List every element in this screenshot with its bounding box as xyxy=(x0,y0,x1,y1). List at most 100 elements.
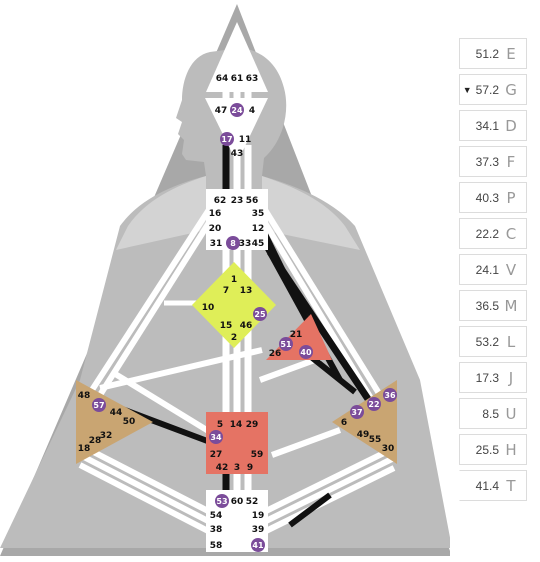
gate-25-marker xyxy=(253,307,267,321)
channel-line xyxy=(262,455,396,525)
gate-63: 63 xyxy=(246,74,259,84)
planet-symbol-icon: C xyxy=(505,224,517,243)
channel-line xyxy=(78,462,212,535)
gate-29: 29 xyxy=(246,420,259,430)
gate-36-marker xyxy=(383,388,397,402)
planet-value: 36.5 xyxy=(475,298,499,313)
gate-7: 7 xyxy=(223,286,229,296)
planet-value: 37.3 xyxy=(475,154,499,169)
gate-37: 37 xyxy=(351,408,362,417)
gate-22: 22 xyxy=(368,400,379,409)
gate-1: 1 xyxy=(231,275,237,285)
gate-60: 60 xyxy=(231,497,244,507)
planet-symbol-icon: J xyxy=(508,368,514,387)
gate-34: 34 xyxy=(210,433,222,442)
gate-25: 25 xyxy=(254,310,266,319)
planet-value: 40.3 xyxy=(475,190,499,205)
gate-12: 12 xyxy=(252,224,265,234)
gate-8: 8 xyxy=(230,239,236,248)
gate-45: 45 xyxy=(252,239,265,249)
gate-6: 6 xyxy=(341,418,347,428)
channel-line xyxy=(288,492,332,528)
gate-14: 14 xyxy=(230,420,243,430)
gate-20: 20 xyxy=(209,224,222,234)
planet-symbol-icon: D xyxy=(505,116,517,135)
planet-symbol-icon: M xyxy=(504,296,518,315)
planet-value: 41.4 xyxy=(475,478,499,493)
planet-symbol-icon: P xyxy=(506,188,516,207)
gate-16: 16 xyxy=(209,209,222,219)
planet-value: 17.3 xyxy=(475,370,499,385)
channel-line xyxy=(267,250,375,407)
gate-56: 56 xyxy=(246,196,259,206)
channel-line xyxy=(99,347,263,391)
gate-53: 53 xyxy=(216,497,227,506)
planet-value: 53.2 xyxy=(475,334,499,349)
planet-row[interactable]: 8.5 U xyxy=(459,398,527,429)
channel-line xyxy=(97,216,215,397)
gate-31: 31 xyxy=(210,239,223,249)
planet-symbol-icon: E xyxy=(506,44,516,63)
planet-row[interactable]: 36.5 M xyxy=(459,290,527,321)
gate-30: 30 xyxy=(382,444,395,454)
gate-40: 40 xyxy=(300,348,312,357)
gate-2: 2 xyxy=(231,333,237,343)
gate-46: 46 xyxy=(240,321,253,331)
gate-10: 10 xyxy=(202,303,215,313)
planet-value: 24.1 xyxy=(475,262,499,277)
gate-50: 50 xyxy=(123,417,136,427)
planet-row[interactable]: 53.2 L xyxy=(459,326,527,357)
channel-line xyxy=(270,427,342,458)
gate-53-marker xyxy=(215,494,229,508)
planet-value: 8.5 xyxy=(482,406,499,421)
gate-3: 3 xyxy=(234,463,240,473)
head-center xyxy=(206,22,268,92)
gate-57-marker xyxy=(92,398,106,412)
gate-8-marker xyxy=(226,236,240,250)
g-center xyxy=(192,262,276,348)
gate-17-marker xyxy=(220,132,234,146)
planet-symbol-icon: L xyxy=(506,332,516,351)
channel-line xyxy=(89,203,215,392)
gate-40-marker xyxy=(299,345,313,359)
gate-4: 4 xyxy=(249,106,255,116)
channel-line xyxy=(258,355,322,383)
planet-row[interactable]: 17.3 J xyxy=(459,362,527,393)
planet-row[interactable]: 37.3 F xyxy=(459,146,527,177)
planet-value: 57.2 xyxy=(475,82,499,97)
gate-42: 42 xyxy=(216,463,229,473)
gate-41-marker xyxy=(251,538,265,552)
gate-26: 26 xyxy=(269,349,282,359)
gate-38: 38 xyxy=(210,525,223,535)
gate-19: 19 xyxy=(252,511,265,521)
channel-line xyxy=(78,452,212,525)
channel-line xyxy=(78,442,212,515)
gate-23: 23 xyxy=(231,196,244,206)
gate-44: 44 xyxy=(110,408,123,418)
planet-symbol-icon: F xyxy=(506,152,516,171)
gate-49: 49 xyxy=(357,430,370,440)
channel-line xyxy=(262,465,396,535)
gate-47: 47 xyxy=(215,106,228,116)
gate-32: 32 xyxy=(100,431,113,441)
gate-24-marker xyxy=(230,103,244,117)
planet-symbol-icon: U xyxy=(505,404,517,423)
gate-37-marker xyxy=(350,405,364,419)
gate-58: 58 xyxy=(210,541,223,551)
gate-51: 51 xyxy=(280,340,292,349)
gate-48: 48 xyxy=(78,391,91,401)
planet-row[interactable]: 24.1 V xyxy=(459,254,527,285)
gate-55: 55 xyxy=(369,435,382,445)
planet-row[interactable]: 40.3 P xyxy=(459,182,527,213)
planet-symbol-icon: V xyxy=(505,260,517,279)
marker: ▼ xyxy=(462,84,472,95)
gate-22-marker xyxy=(367,397,381,411)
